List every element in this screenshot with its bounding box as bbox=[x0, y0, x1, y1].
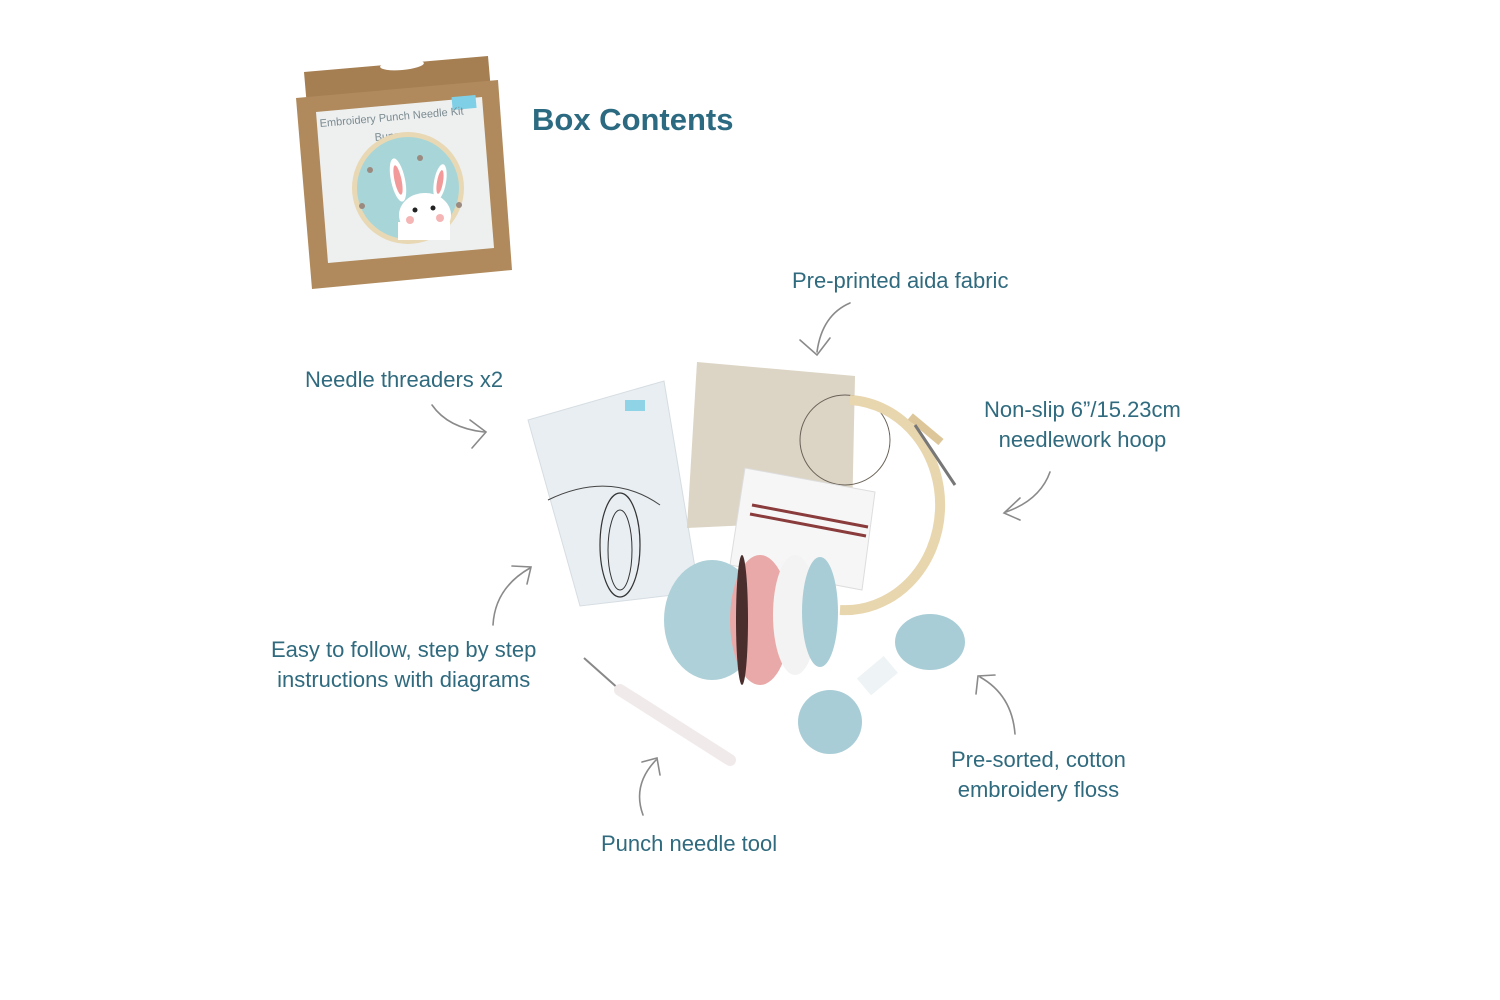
arrow-hoop bbox=[1005, 471, 1051, 513]
page-title: Box Contents bbox=[532, 102, 734, 137]
label-hoop-line1: Non-slip 6”/15.23cm bbox=[984, 397, 1181, 422]
label-instructions: Easy to follow, step by step instruction… bbox=[271, 635, 536, 695]
embroidery-hoop bbox=[839, 395, 957, 616]
label-floss-line1: Pre-sorted, cotton bbox=[951, 747, 1126, 772]
arrow-tool bbox=[638, 759, 657, 816]
label-instructions-line1: Easy to follow, step by step bbox=[271, 637, 537, 662]
arrow-fabric bbox=[816, 302, 851, 353]
floss-skein bbox=[798, 614, 965, 754]
label-instructions-line2: instructions with diagrams bbox=[277, 667, 531, 692]
label-floss: Pre-sorted, cotton embroidery floss bbox=[951, 745, 1126, 805]
arrow-floss bbox=[979, 676, 1016, 735]
label-fabric: Pre-printed aida fabric bbox=[792, 268, 1009, 293]
punch-needle bbox=[583, 657, 736, 766]
product-box: Embroidery Punch Needle Kit Bunny bbox=[296, 56, 512, 289]
label-threaders: Needle threaders x2 bbox=[305, 367, 504, 392]
floss-bundle bbox=[664, 555, 838, 685]
annotation-arrows bbox=[431, 302, 1051, 816]
label-floss-line2: embroidery floss bbox=[957, 777, 1120, 802]
label-hoop: Non-slip 6”/15.23cm needlework hoop bbox=[984, 395, 1181, 455]
label-tool: Punch needle tool bbox=[601, 831, 778, 856]
instruction-sheet bbox=[527, 380, 700, 607]
label-hoop-line2: needlework hoop bbox=[998, 427, 1167, 452]
arrow-instructions bbox=[492, 567, 531, 626]
arrow-threaders bbox=[431, 404, 485, 433]
